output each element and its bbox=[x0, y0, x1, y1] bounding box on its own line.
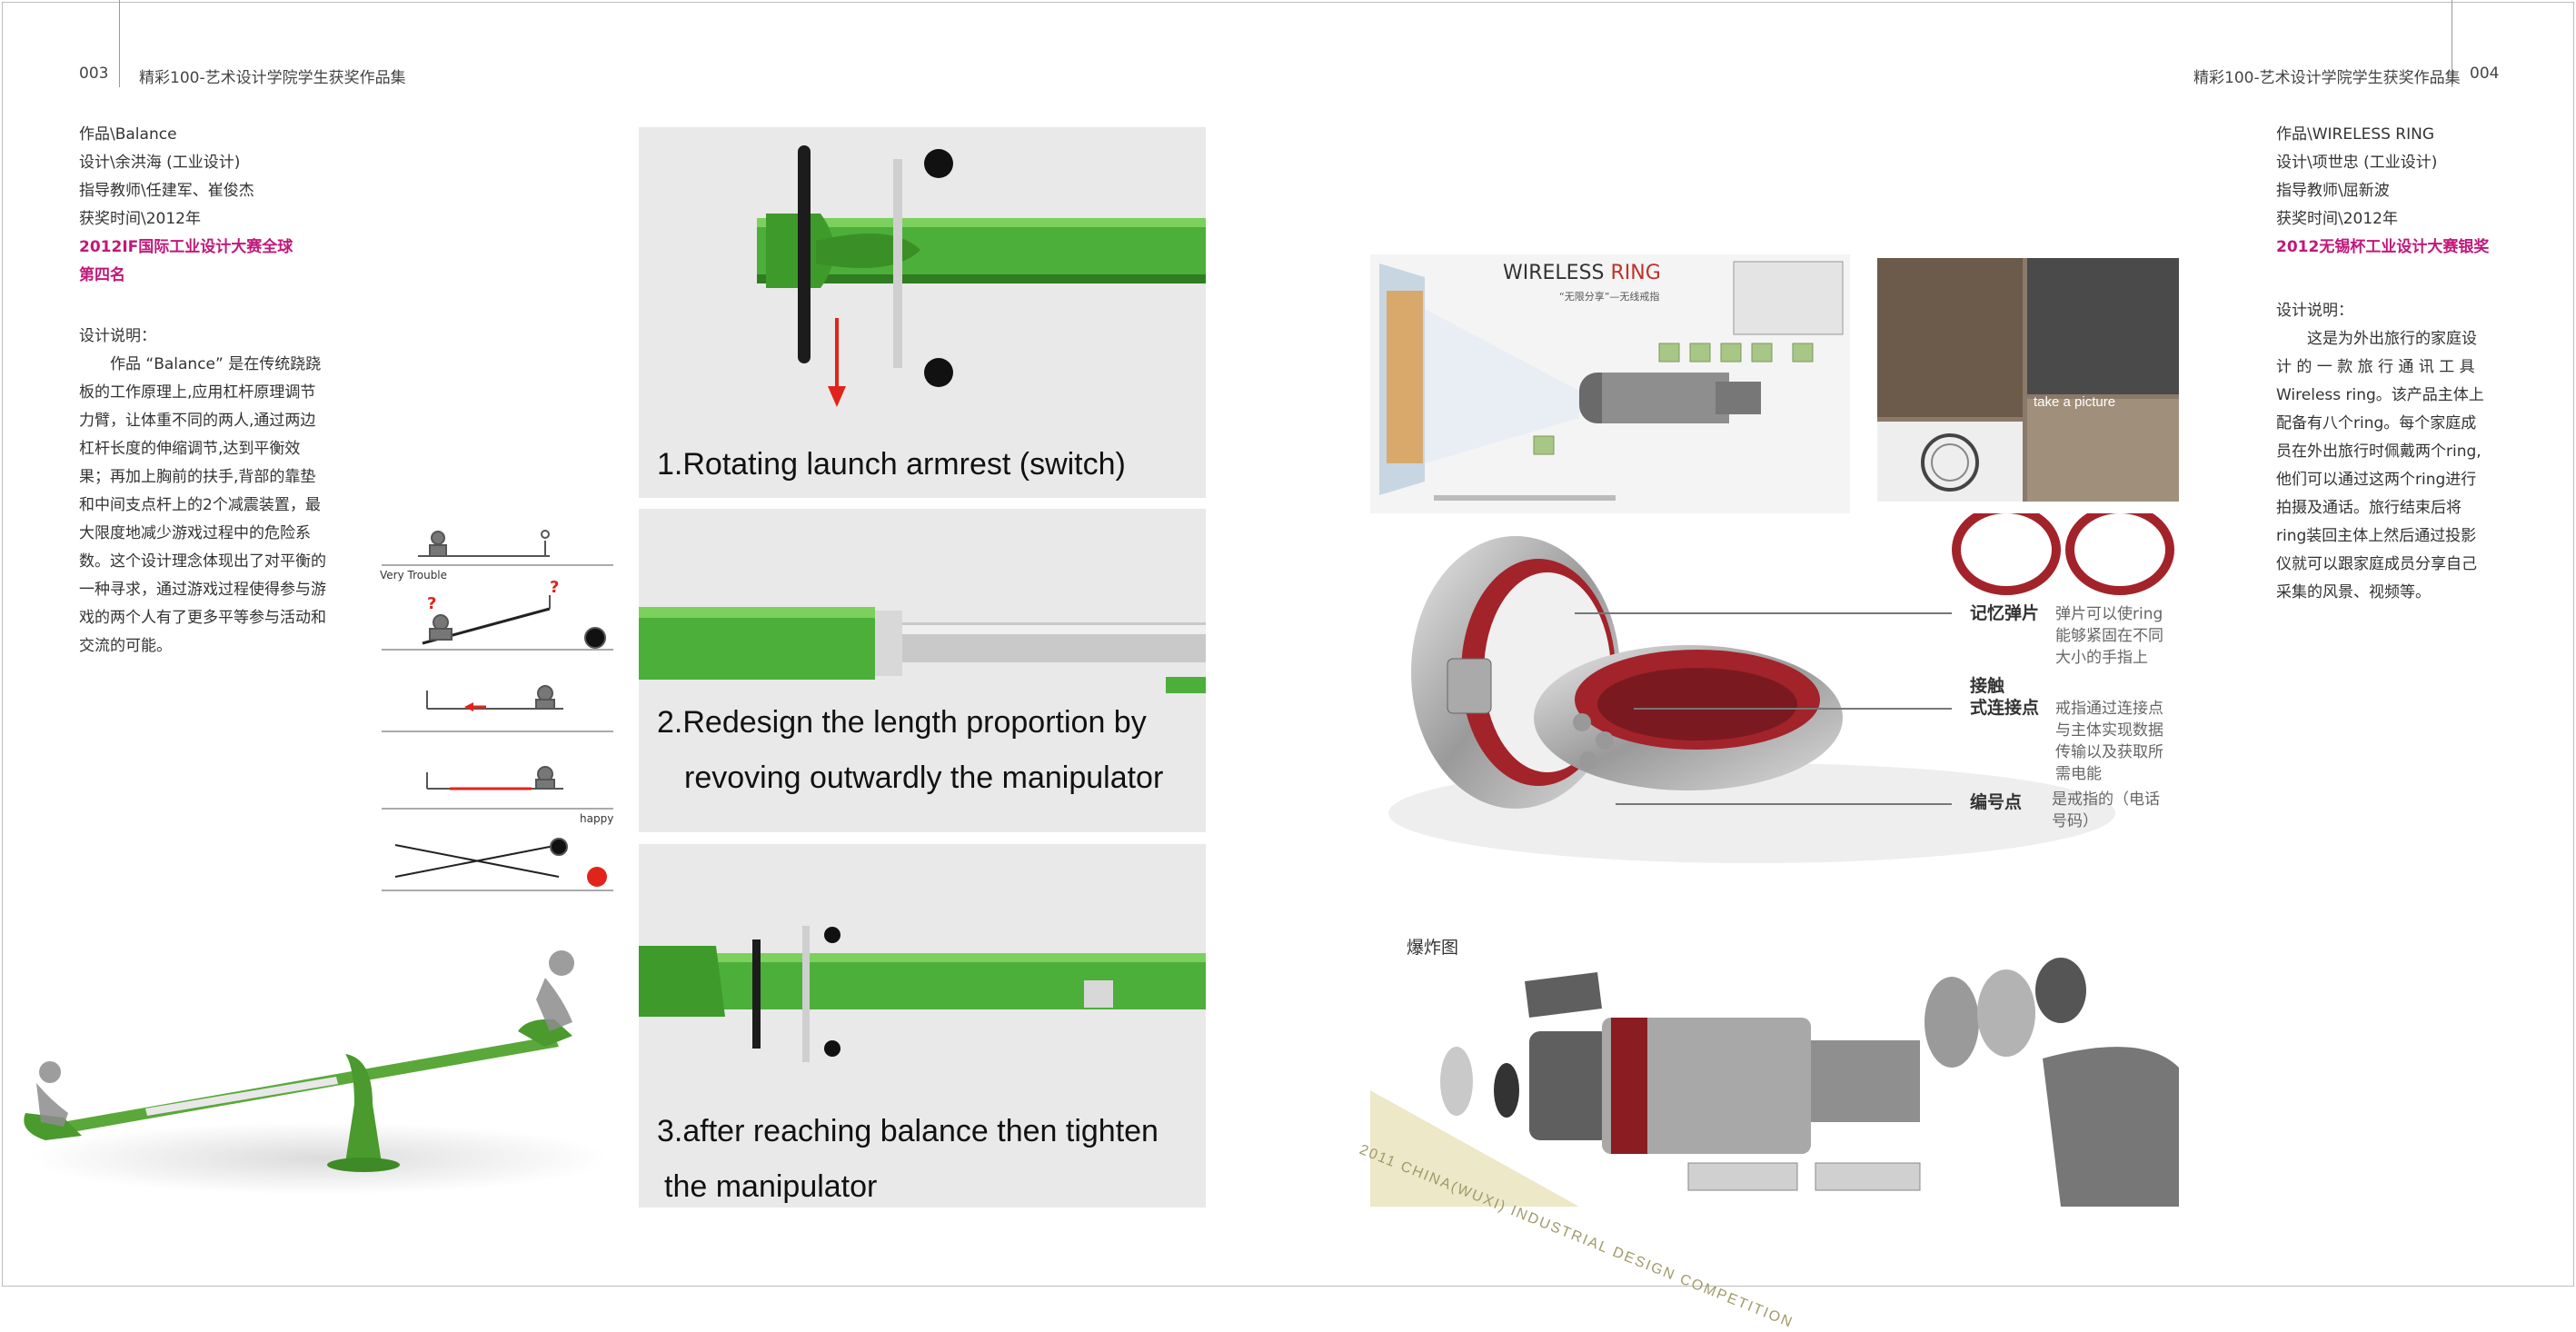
right-work-meta: 作品\WIRELESS RING 设计\项世忠 (工业设计) 指导教师\屈新波 … bbox=[2276, 121, 2489, 262]
work-advisor: 指导教师\屈新波 bbox=[2276, 182, 2390, 200]
poster-subtitle: “无限分享”—无线戒指 bbox=[1559, 291, 1660, 303]
header-divider-left bbox=[119, 0, 120, 87]
exploded-view-illustration bbox=[1370, 958, 2179, 1207]
step-panel-1: 1.Rotating launch armrest (switch) bbox=[639, 127, 1206, 498]
right-page-number: 004 bbox=[2470, 65, 2500, 83]
desc-line: 果；再加上胸前的扶手,背部的靠垫 bbox=[79, 468, 316, 486]
desc-line: 拍摄及通话。旅行结束后将 bbox=[2276, 499, 2462, 517]
callout-memory-spring: 记忆弹片 bbox=[1970, 603, 2040, 623]
projector-poster-illustration bbox=[1379, 261, 1844, 501]
ring-closeup-section bbox=[1370, 513, 2179, 868]
callout-contact-a: 接触 bbox=[1970, 676, 2005, 696]
callout-number-point: 编号点 bbox=[1970, 792, 2023, 812]
happy-label: happy bbox=[580, 812, 614, 825]
caption-step-1: 1.Rotating launch armrest (switch) bbox=[657, 447, 1126, 482]
left-page-number: 003 bbox=[79, 65, 109, 83]
desc-line: Wireless ring。该产品主体上 bbox=[2276, 386, 2484, 404]
desc-line: 作品 “Balance” 是在传统跷跷 bbox=[110, 355, 322, 373]
desc-heading: 设计说明： bbox=[2276, 302, 2353, 320]
desc-line: 他们可以通过这两个ring进行 bbox=[2276, 471, 2477, 489]
caption-step-2b: revoving outwardly the manipulator bbox=[684, 760, 1164, 795]
desc-line: 计 的 一 款 旅 行 通 讯 工 具 bbox=[2276, 358, 2475, 376]
work-designer: 设计\余洪海 (工业设计) bbox=[79, 154, 241, 172]
step-panel-2: 2.Redesign the length proportion by revo… bbox=[639, 509, 1206, 832]
left-running-title: 精彩100-艺术设计学院学生获奖作品集 bbox=[139, 69, 406, 87]
desc-line: 和中间支点杆上的2个减震装置，最 bbox=[79, 496, 321, 514]
award-line: 2012无锡杯工业设计大赛银奖 bbox=[2276, 238, 2490, 256]
desc-line: 交流的可能。 bbox=[79, 637, 172, 655]
exploded-view-section: 爆炸图 2011 CHINA(WUXI) INDUSTRIAL DESIGN C… bbox=[1358, 931, 2179, 1331]
caption-step-3a: 3.after reaching balance then tighten bbox=[657, 1114, 1159, 1148]
work-year: 获奖时间\2012年 bbox=[79, 210, 201, 228]
page-frame bbox=[2, 2, 2574, 1287]
step-panel-3: 3.after reaching balance then tighten th… bbox=[639, 844, 1206, 1208]
balance-diagram-sequence: ? ? bbox=[382, 530, 613, 891]
desc-line: 员在外出旅行时佩戴两个ring, bbox=[2276, 442, 2482, 461]
award-line-1: 2012IF国际工业设计大赛全球 bbox=[79, 238, 293, 256]
left-description: 设计说明： 作品 “Balance” 是在传统跷跷 板的工作原理上,应用杠杆原理… bbox=[79, 323, 339, 661]
poster-title-wireless: WIRELESS bbox=[1503, 262, 1605, 284]
very-trouble-label: Very Trouble bbox=[380, 569, 448, 582]
left-work-meta: 作品\Balance 设计\余洪海 (工业设计) 指导教师\任建军、崔俊杰 获奖… bbox=[79, 121, 293, 290]
work-designer: 设计\项世忠 (工业设计) bbox=[2276, 154, 2438, 172]
take-a-picture-label: take a picture bbox=[2034, 394, 2116, 410]
desc-line: 数。这个设计理念体现出了对平衡的 bbox=[79, 552, 326, 571]
callout-contact-note: 戒指通过连接点与主体实现数据传输以及获取所需电能 bbox=[2055, 700, 2163, 783]
work-title: 作品\Balance bbox=[79, 125, 177, 144]
wireless-ring-poster: WIRELESS RING “无限分享”—无线戒指 bbox=[1370, 254, 1850, 514]
desc-line: 杠杆长度的伸缩调节,达到平衡效 bbox=[79, 440, 301, 458]
desc-line: 配备有八个ring。每个家庭成 bbox=[2276, 414, 2477, 432]
desc-line: 一种寻求，通过游戏过程使得参与游 bbox=[79, 581, 326, 599]
desc-line: 板的工作原理上,应用杠杆原理调节 bbox=[79, 383, 316, 402]
right-description: 设计说明： 这是为外出旅行的家庭设 计 的 一 款 旅 行 通 讯 工 具 Wi… bbox=[2276, 297, 2496, 607]
usage-photo-collage bbox=[1877, 258, 2179, 502]
desc-heading: 设计说明： bbox=[79, 327, 156, 345]
work-advisor: 指导教师\任建军、崔俊杰 bbox=[79, 182, 254, 200]
poster-title-ring: RING bbox=[1610, 262, 1661, 284]
ring-usage-photos: take a picture bbox=[1877, 258, 2179, 502]
desc-line: 戏的两个人有了更多平等参与活动和 bbox=[79, 609, 326, 627]
desc-line: 大限度地减少游戏过程中的危险系 bbox=[79, 524, 311, 542]
work-year: 获奖时间\2012年 bbox=[2276, 210, 2398, 228]
desc-line: 仪就可以跟家庭成员分享自己 bbox=[2276, 555, 2477, 573]
length-proportion-illustration bbox=[639, 607, 1206, 693]
right-running-title: 精彩100-艺术设计学院学生获奖作品集 bbox=[2193, 69, 2461, 87]
desc-line: 这是为外出旅行的家庭设 bbox=[2307, 330, 2477, 348]
desc-line: 力臂，让体重不同的两人,通过两边 bbox=[79, 412, 316, 430]
desc-line: 采集的风景、视频等。 bbox=[2276, 583, 2431, 601]
caption-step-3b: the manipulator bbox=[664, 1169, 878, 1204]
callout-memory-spring-note: 弹片可以使ring能够紧固在不同大小的手指上 bbox=[2055, 605, 2163, 667]
caption-step-2a: 2.Redesign the length proportion by bbox=[657, 705, 1147, 740]
rotating-armrest-illustration bbox=[757, 145, 1206, 407]
callout-number-note: 是戒指的（电话号码） bbox=[2052, 790, 2160, 830]
tighten-manipulator-illustration bbox=[639, 926, 1206, 1062]
seesaw-render bbox=[24, 950, 609, 1195]
desc-line: ring装回主体上然后通过投影 bbox=[2276, 527, 2477, 545]
exploded-view-label: 爆炸图 bbox=[1407, 938, 1459, 958]
callout-contact-b: 式连接点 bbox=[1970, 698, 2040, 718]
work-title: 作品\WIRELESS RING bbox=[2276, 125, 2435, 144]
poster-title: WIRELESS RING bbox=[1503, 262, 1661, 284]
svg-text:?: ? bbox=[427, 594, 436, 613]
svg-text:?: ? bbox=[550, 578, 559, 597]
ring-closeup-illustration bbox=[1388, 513, 2174, 863]
award-line-2: 第四名 bbox=[79, 266, 125, 284]
